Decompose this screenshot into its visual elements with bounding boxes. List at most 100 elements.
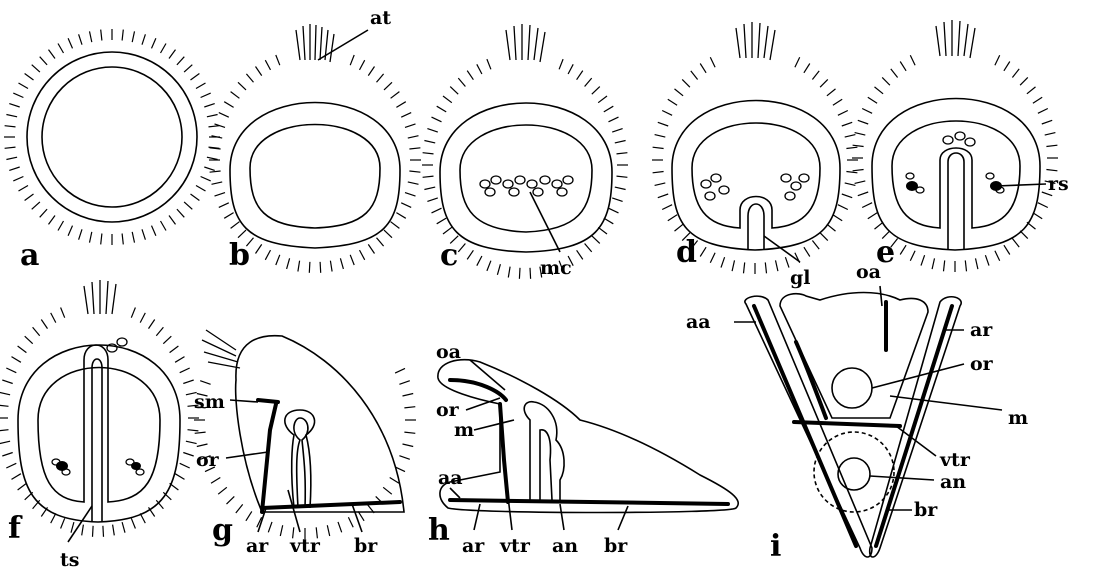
cilium (170, 346, 179, 353)
panel-a-letter: a (20, 238, 39, 273)
panel-d-inner-wall (692, 123, 820, 228)
panel-h: oa or m aa ar vtr an br h (428, 341, 738, 557)
cilium (615, 141, 626, 143)
cilium (152, 226, 156, 236)
panel-h-an-leader (560, 504, 564, 530)
cilium (68, 226, 72, 236)
panel-i-oa-leader (880, 286, 882, 306)
label-i-or: or (970, 353, 994, 375)
panel-a-inner-wall (42, 67, 182, 207)
cilium (795, 57, 800, 67)
cilium (204, 167, 214, 170)
cilium (40, 57, 47, 65)
cilium (868, 97, 877, 103)
cilium (195, 432, 206, 433)
cilium (156, 327, 163, 335)
cilium (408, 136, 419, 138)
panel-g-stomodaeum (258, 400, 278, 402)
cilium (175, 357, 184, 363)
panel-b-at-leader (318, 30, 368, 60)
cilium (246, 74, 253, 82)
cilium (408, 182, 419, 184)
cilium (577, 250, 583, 259)
cilium (177, 57, 184, 65)
cilia-ring (4, 29, 220, 245)
cilium (675, 224, 684, 231)
cilium (691, 71, 698, 80)
label-i-m: m (1008, 407, 1028, 429)
cilium (0, 430, 8, 431)
label-i-ar: ar (970, 319, 993, 341)
cilium (409, 148, 420, 149)
cilium (423, 153, 434, 154)
cilium (721, 257, 725, 267)
cilium (853, 170, 864, 171)
cilium (812, 241, 819, 250)
cilium (131, 518, 135, 528)
cilium (842, 194, 852, 198)
label-g-or: or (196, 449, 220, 471)
label-i-br: br (914, 499, 938, 521)
label-h-ar: ar (462, 535, 485, 557)
cilium (477, 256, 482, 266)
panel-h-body (438, 360, 738, 513)
cilium (827, 89, 836, 96)
cilium (585, 78, 592, 86)
cilium (1020, 77, 1028, 85)
cilium (833, 99, 842, 105)
cilium (348, 517, 353, 527)
cilium (231, 92, 240, 99)
panel-b: at b (209, 7, 421, 273)
panel-e-archenteron (948, 153, 964, 250)
panel-i-anus (838, 458, 870, 490)
cilium (101, 30, 102, 41)
cilium (287, 258, 290, 269)
cilium (265, 60, 270, 70)
cilium (103, 526, 104, 537)
cilium (122, 522, 125, 533)
cilium (131, 308, 135, 318)
cilium (377, 74, 384, 82)
cilium (71, 522, 74, 533)
cilium (399, 381, 409, 385)
cilium (617, 176, 628, 177)
panel-g-gut-inner (294, 418, 308, 508)
cilium (401, 203, 411, 208)
cilium (191, 194, 200, 201)
label-h-aa: aa (438, 467, 463, 489)
panel-d-letter: d (676, 235, 697, 270)
cilium (995, 251, 1000, 261)
cilium (40, 209, 47, 217)
label-g-br: br (354, 535, 378, 557)
cilium (61, 308, 65, 318)
cilium (585, 244, 592, 252)
cilia-ring (0, 308, 199, 537)
cilium (61, 518, 65, 528)
cilium (163, 336, 171, 344)
cilium (186, 441, 197, 443)
cilium (732, 260, 734, 271)
panel-i-mouth (832, 368, 872, 408)
cilium (617, 153, 628, 154)
cilium (403, 444, 414, 447)
cilium (396, 102, 405, 108)
cilium (845, 135, 856, 138)
cilium (855, 133, 866, 136)
cilium (18, 483, 27, 490)
cilium (183, 453, 193, 457)
cilium (1012, 69, 1019, 78)
cilium (682, 79, 690, 87)
cilium (1033, 97, 1042, 103)
panel-i: oa aa ar or m vtr an br i (686, 261, 1028, 564)
panel-f-letter: f (8, 511, 23, 546)
panel-b-apical-tuft (296, 24, 334, 62)
cilium (976, 258, 978, 269)
cilium (19, 83, 29, 89)
cilium (338, 522, 342, 532)
cilium (32, 202, 40, 209)
cilium (309, 262, 310, 273)
panel-a-outer-wall (27, 52, 197, 222)
panel-b-inner-wall (250, 125, 380, 229)
cilium (384, 230, 392, 238)
